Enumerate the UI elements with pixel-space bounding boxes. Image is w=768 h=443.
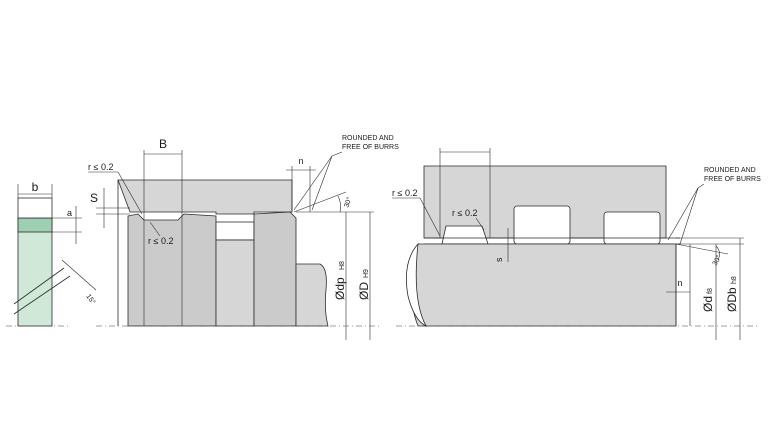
note-right-2: FREE OF BURRS [704,176,761,183]
dim-a-label: a [67,208,72,218]
r-left-label: r ≤ 0.2 [392,188,417,198]
backup-ring-chamfer-band [17,217,53,233]
angle-30-leader [293,191,347,213]
seal-gap [215,221,255,241]
dim-n-label: n [298,156,303,166]
note-right-1: ROUNDED AND [704,167,756,174]
dim-Db-label: ØDb [725,287,739,312]
r-mid-label: r ≤ 0.2 [452,208,477,218]
dim-Db-tol: h8 [731,276,738,284]
ring-2 [603,211,661,245]
dim-d-tol: f8 [707,288,714,294]
seal-profile [441,225,489,245]
cut-line-2 [13,275,71,315]
dim-dp-tol: H8 [339,261,346,270]
note-rounded-2: FREE OF BURRS [342,144,399,151]
angle-15-label: 15° [84,293,97,306]
angle-30-label: 30° [342,196,353,209]
groove-detail-right: r ≤ 0.2 r ≤ 0.2 s ROUNDED AND FREE OF BU… [392,148,761,340]
backup-ring-top-white [17,197,53,219]
angle-30-right: 30° [711,254,723,267]
dim-d-label: Ød [701,296,715,312]
seal-body-left [127,213,217,327]
note-rounded-1: ROUNDED AND [342,135,394,142]
dim-S-label: S [90,191,98,205]
dim-b-label: b [32,180,39,194]
dim-D-tol: H9 [363,269,370,278]
r-top-label: r ≤ 0.2 [88,162,113,172]
seal-body-right [253,211,297,327]
dim-D-label: ØD [357,282,371,300]
piston-body [410,243,677,327]
backup-ring-detail: b a 15° [6,180,97,327]
groove-detail-middle: B r ≤ 0.2 S r ≤ 0.2 n ROUNDED AND FREE O… [88,135,399,340]
dim-B-label: B [159,137,167,151]
dim-s-label: s [494,257,504,262]
dim-n-right-label: n [677,278,682,288]
backup-ring-body [17,217,53,327]
r-bottom-label: r ≤ 0.2 [148,236,173,246]
rod-end [295,263,329,327]
angle-leader [61,259,97,291]
seal-body-mid [215,239,255,327]
cut-line-1 [13,267,65,305]
piston-edge [405,242,427,327]
dim-dp-label: Ødp [333,277,347,300]
